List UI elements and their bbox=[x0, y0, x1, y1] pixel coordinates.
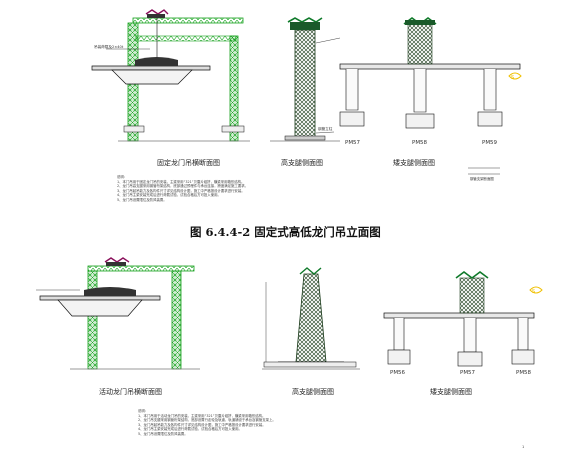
pier-label: PM59 bbox=[482, 140, 498, 146]
top-right-caption: 矮支腿侧面图 bbox=[393, 159, 435, 167]
pier-label: PM58 bbox=[412, 140, 428, 146]
bottom-gantry-cross-section bbox=[36, 257, 200, 370]
note-line: 说明： bbox=[117, 175, 128, 179]
note-line: 2、龙门吊支腿采用钢管桁架结构，底部设置行走轮及轨道，轨道铺设于承台及钢管支架上… bbox=[138, 418, 276, 423]
note-line: 1、本门吊用于固定龙门吊的安装，主梁采用“321”贝雷片组拼，横梁采用箱形结构。 bbox=[117, 179, 245, 184]
svg-text:钢管立柱: 钢管立柱 bbox=[318, 126, 333, 131]
svg-text:钢管支架断面图: 钢管支架断面图 bbox=[470, 176, 494, 181]
note-line: 4、龙门吊主梁安装完成后进行荷载试验，试验合格后方可投入使用。 bbox=[117, 193, 221, 198]
pier-label: PM57 bbox=[460, 370, 476, 376]
note-line: 5、龙门吊设置限位及防风装置。 bbox=[138, 431, 188, 436]
pier-label: PM57 bbox=[345, 140, 361, 146]
note-line: 说明： bbox=[138, 409, 149, 413]
note-line: 3、龙门吊起吊能力及各构件尺寸详见结构设计图，施工中严格按设计要求进行安装。 bbox=[117, 188, 245, 193]
figure-title: 图 6.4.4-2 固定式高低龙门吊立面图 bbox=[190, 225, 381, 239]
note-line: 5、龙门吊设置限位及防风装置。 bbox=[117, 197, 167, 202]
top-gantry-cross-section: 吊装荷载及2×40t bbox=[91, 9, 250, 142]
top-low-leg-side-view: S 钢管支架断面图 bbox=[339, 17, 522, 181]
top-high-leg-side-view: 钢管立柱 bbox=[270, 17, 341, 142]
top-left-caption: 固定龙门吊横断面图 bbox=[157, 159, 220, 167]
bottom-high-leg-side-view bbox=[262, 267, 360, 370]
bottom-low-leg-side-view: S bbox=[383, 271, 543, 367]
bottom-left-caption: 活动龙门吊横断面图 bbox=[99, 388, 162, 396]
svg-text:吊装荷载及2×40t: 吊装荷载及2×40t bbox=[94, 44, 124, 49]
top-middle-caption: 高支腿侧面图 bbox=[281, 159, 323, 167]
note-line: 1、本门吊用于活动龙门吊的安装，主梁采用“321”贝雷片组拼，横梁采用箱形结构。 bbox=[138, 413, 266, 418]
page-number: 1 bbox=[522, 445, 525, 449]
notes-top: 说明： 1、本门吊用于固定龙门吊的安装，主梁采用“321”贝雷片组拼，横梁采用箱… bbox=[117, 175, 248, 203]
note-line: 2、龙门吊高支腿采用钢管桁架结构，底部通过预埋件与承台连接，跨度满足施工要求。 bbox=[117, 184, 248, 189]
svg-text:S: S bbox=[511, 75, 514, 81]
note-line: 3、龙门吊起吊能力及各构件尺寸详见结构设计图，施工中严格按设计要求进行安装。 bbox=[138, 422, 266, 427]
bottom-middle-caption: 高支腿侧面图 bbox=[292, 388, 334, 396]
pier-label: PM58 bbox=[516, 370, 532, 376]
note-line: 4、龙门吊主梁安装完成后进行荷载试验，试验合格后方可投入使用。 bbox=[138, 427, 242, 432]
notes-bottom: 说明： 1、本门吊用于活动龙门吊的安装，主梁采用“321”贝雷片组拼，横梁采用箱… bbox=[138, 409, 276, 437]
svg-text:S: S bbox=[532, 289, 535, 295]
pier-label: PM56 bbox=[390, 370, 406, 376]
bottom-right-caption: 矮支腿侧面图 bbox=[430, 388, 472, 396]
